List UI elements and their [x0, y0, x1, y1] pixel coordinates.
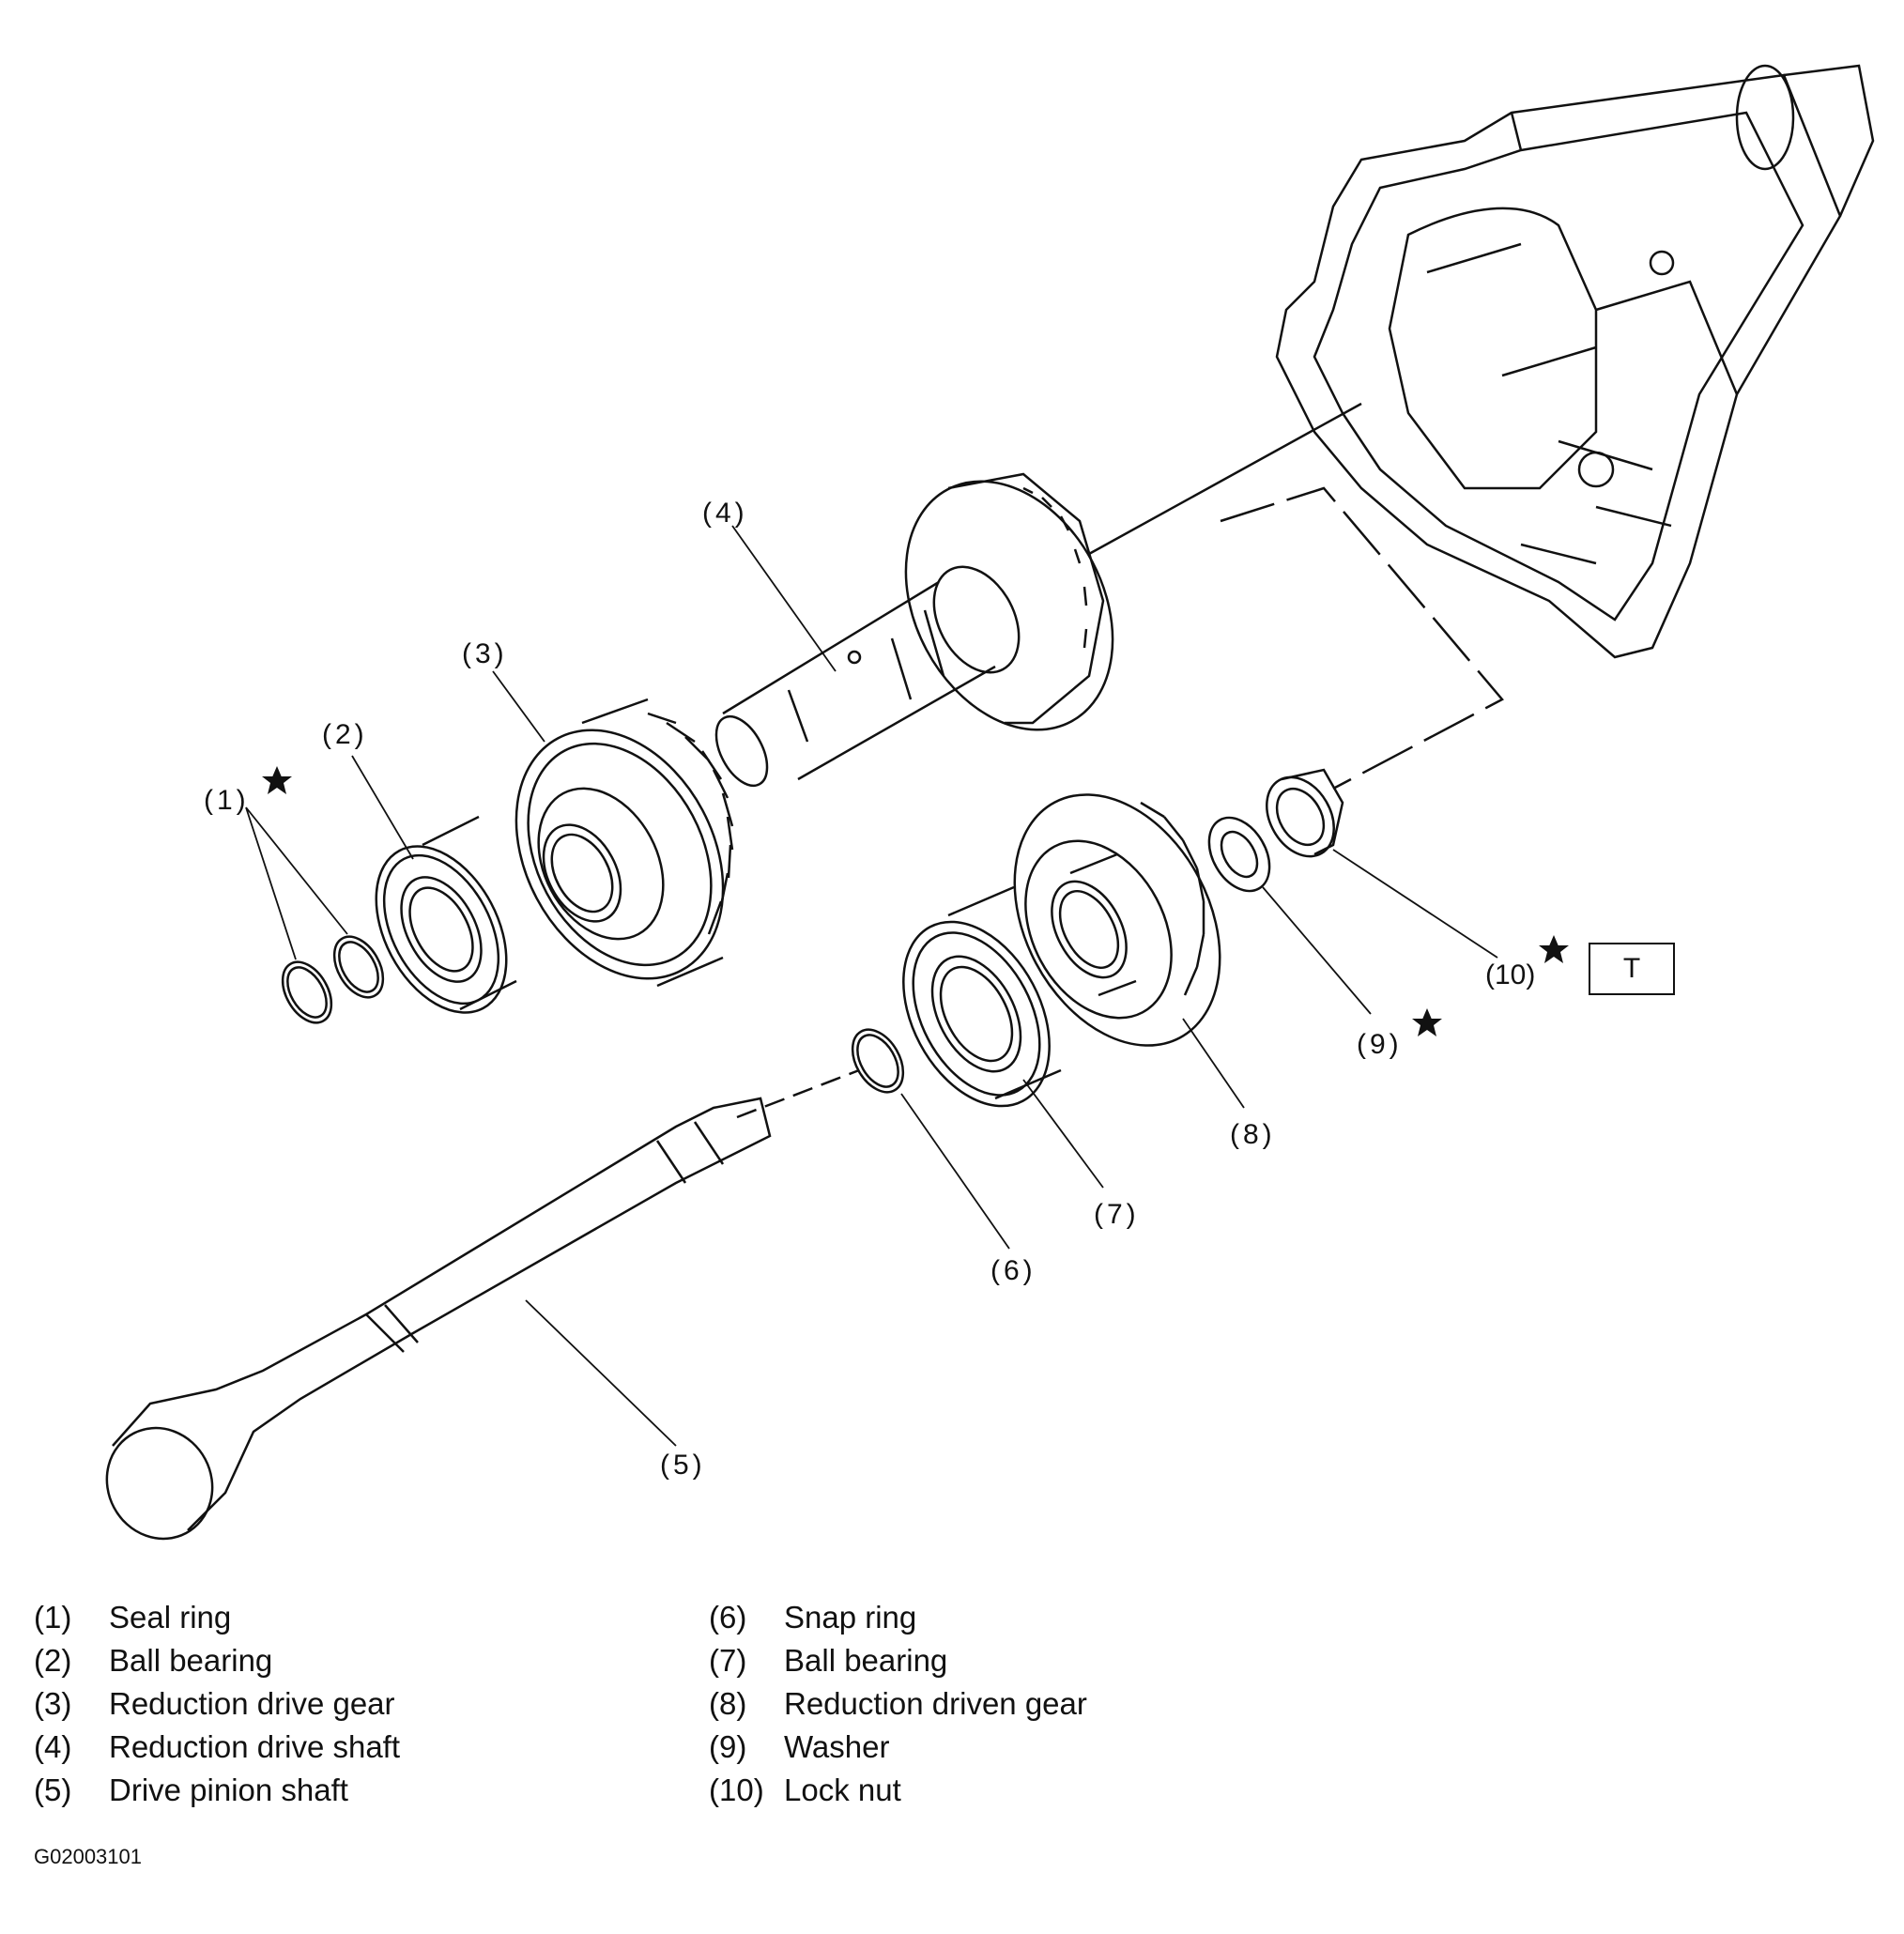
legend-item: (7)Ball bearing [709, 1643, 948, 1678]
star-icon [1539, 935, 1569, 963]
legend-item: (6)Snap ring [709, 1600, 917, 1635]
ball-bearing-upper [375, 815, 517, 1014]
parts-legend-left: (1)Seal ring (2)Ball bearing (3)Reductio… [34, 1596, 400, 1812]
callout-8: (8) [1230, 1119, 1276, 1150]
drive-pinion-shaft [105, 1097, 772, 1541]
callout-5: (5) [660, 1450, 706, 1481]
legend-item: (5)Drive pinion shaft [34, 1773, 348, 1807]
legend-item: (1)Seal ring [34, 1600, 232, 1635]
callout-10: (10) [1485, 959, 1535, 990]
star-icon [262, 766, 292, 794]
callout-2: (2) [322, 719, 368, 750]
washer [1207, 816, 1271, 893]
callout-7: (7) [1094, 1199, 1140, 1230]
reduction-drive-shaft [714, 472, 1114, 788]
snap-ring [851, 1028, 905, 1094]
callout-6: (6) [990, 1255, 1036, 1286]
exploded-view-diagram: (1) (2) (3) (4) (5) (6) (7) (8) (9) (10) [105, 64, 1875, 1541]
star-marks [262, 766, 1569, 1036]
reduction-drive-gear [514, 698, 734, 988]
torque-symbol-box: T [1589, 943, 1675, 995]
parts-legend-right: (6)Snap ring (7)Ball bearing (8)Reductio… [709, 1596, 1087, 1812]
ball-bearing-lower [902, 885, 1062, 1108]
legend-item: (10)Lock nut [709, 1773, 901, 1807]
legend-item: (4)Reduction drive shaft [34, 1729, 401, 1764]
transfer-case-housing [1275, 64, 1875, 659]
star-icon [1412, 1008, 1442, 1036]
callout-3: (3) [462, 638, 508, 669]
torque-symbol-text: T [1622, 953, 1641, 984]
lock-nut [1266, 768, 1344, 858]
legend-item: (2)Ball bearing [34, 1643, 273, 1678]
callout-labels: (1) (2) (3) (4) (5) (6) (7) (8) (9) (10) [204, 498, 1535, 1481]
figure-code: G02003101 [34, 1845, 142, 1868]
callout-9: (9) [1357, 1029, 1403, 1060]
seal-ring-pair [281, 935, 385, 1024]
callout-4: (4) [702, 498, 748, 529]
reduction-driven-gear [1013, 793, 1221, 1047]
legend-item: (3)Reduction drive gear [34, 1686, 395, 1721]
callout-1: (1) [204, 785, 250, 816]
leader-lines [245, 525, 1498, 1447]
legend-item: (9)Washer [709, 1729, 890, 1764]
legend-item: (8)Reduction driven gear [709, 1686, 1087, 1721]
